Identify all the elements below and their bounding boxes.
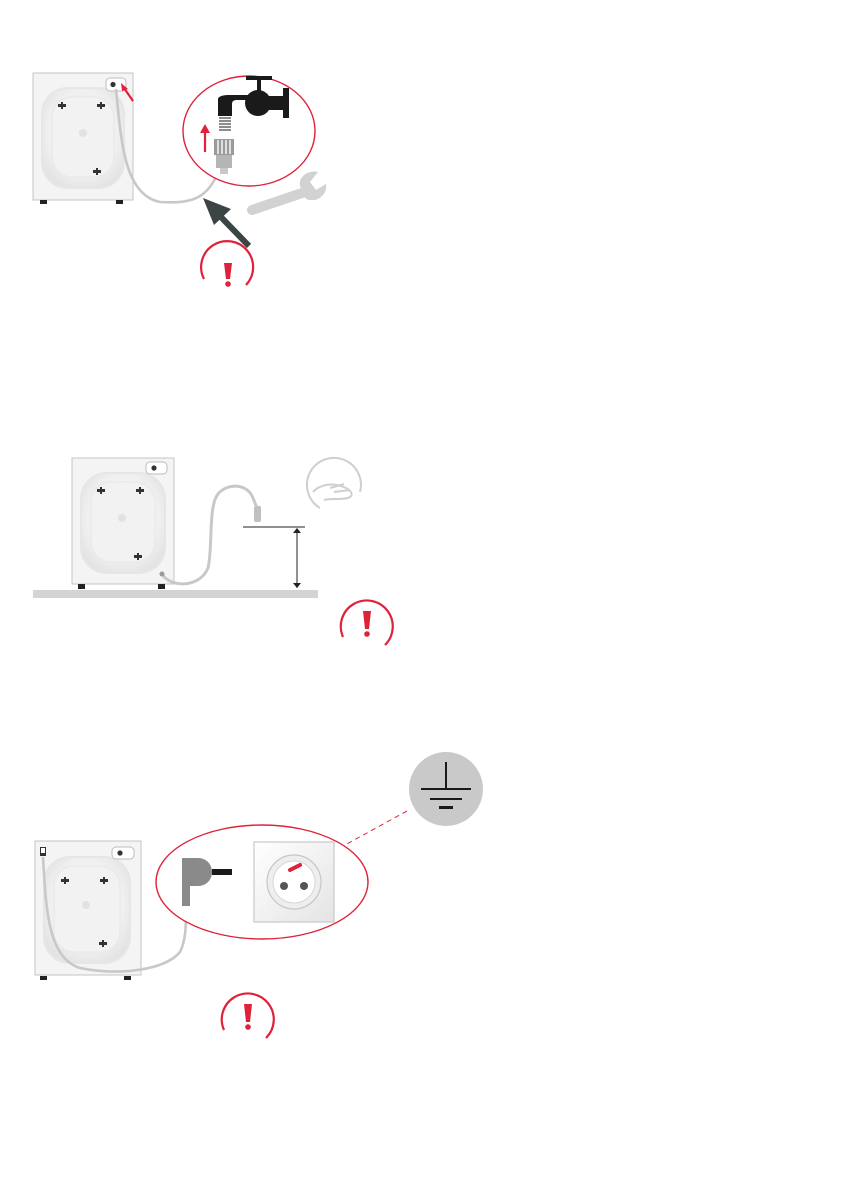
- ground-symbol-icon: [409, 752, 483, 826]
- height-dimension: [243, 527, 305, 588]
- hand-icon: [307, 458, 361, 508]
- water-inlet-svg: [0, 0, 842, 310]
- grounded-socket-icon: [254, 842, 334, 922]
- electrical-connection-illustration: [0, 740, 842, 1060]
- washing-machine-back: [33, 73, 133, 204]
- floor: [33, 590, 318, 598]
- washing-machine-back: [72, 458, 174, 589]
- warning-icon: [341, 600, 393, 645]
- warning-icon: [201, 241, 253, 287]
- drain-hose: [162, 486, 257, 584]
- direction-arrow-icon: [203, 198, 249, 246]
- electrical-connection-svg: [0, 740, 842, 1060]
- drain-hose-illustration: [0, 440, 842, 660]
- washing-machine-back: [35, 841, 141, 980]
- warning-icon: [222, 993, 274, 1038]
- drain-hose-svg: [0, 440, 842, 660]
- water-inlet-illustration: [0, 0, 842, 310]
